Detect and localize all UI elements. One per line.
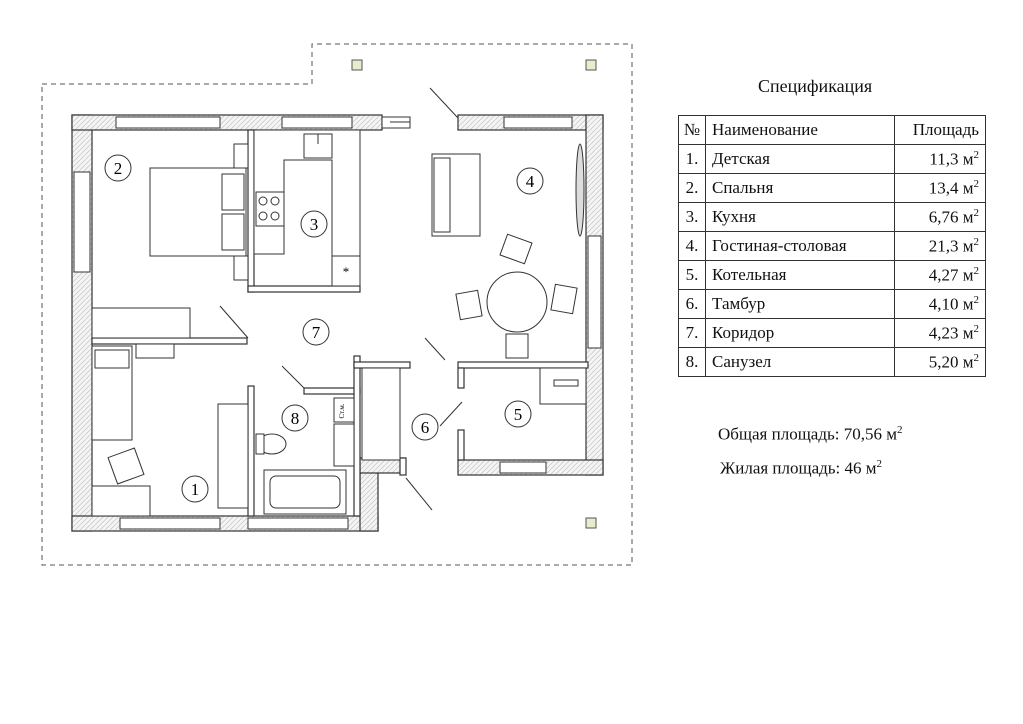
spec-row-area-value: 5,20 [928,352,959,372]
spec-row-num: 6. [678,289,706,319]
spec-header-row: № Наименование Площадь [678,115,986,145]
spec-row-unit: м [962,207,974,227]
spec-row-area: 21,3 м2 [894,231,986,261]
living-furniture [431,143,585,359]
spec-row-area-value: 6,76 [928,207,959,227]
spec-row-area: 5,20 м2 [894,347,986,377]
spec-row-area: 6,76 м2 [894,202,986,232]
spec-row-unit: м [962,352,974,372]
total-area-text: Общая площадь: 70,56 м [718,424,897,444]
spec-row-unit: м [962,294,974,314]
spec-row-unit: м [962,236,974,256]
kids-room-furniture [91,343,249,517]
door-swings [219,87,463,511]
kitchen-furniture [253,129,361,287]
spec-row-area: 4,23 м2 [894,318,986,348]
site-boundary [41,43,633,566]
spec-title: Спецификация [758,76,873,96]
room-label-4: 4 [526,172,535,191]
spec-row-area: 4,10 м2 [894,289,986,319]
spec-row-num: 8. [678,347,706,377]
total-area-power: 2 [896,424,903,436]
spec-row-num: 4. [678,231,706,261]
spec-row-num: 3. [678,202,706,232]
spec-row-unit-power: 2 [973,235,980,248]
spec-row-area-value: 4,27 [928,265,959,285]
room-label-8: 8 [291,409,300,428]
spec-row-unit-power: 2 [973,293,980,306]
room-numbers: 1 2 3 4 5 6 7 8 [114,159,535,499]
bathroom-furniture [255,367,401,515]
spec-row-unit-power: 2 [973,206,980,219]
header-num: № [678,115,706,145]
room-label-1: 1 [191,480,200,499]
spec-row-num: 7. [678,318,706,348]
spec-row-area: 13,4 м2 [894,173,986,203]
spec-row-area: 4,27 м2 [894,260,986,290]
spec-row-num: 5. [678,260,706,290]
spec-row-unit-power: 2 [973,322,980,335]
spec-row-area: 11,3 м2 [894,144,986,174]
inner-walls [91,129,589,517]
spec-row-num: 2. [678,173,706,203]
post-markers [351,59,597,529]
spec-row-unit: м [962,265,974,285]
spec-row-name: Кухня [705,202,895,232]
spec-row-name: Спальня [705,173,895,203]
living-area-text: Жилая площадь: 46 м [720,458,877,478]
room-markers [104,154,544,503]
closet-label: Ст.м. [338,403,346,418]
header-area: Площадь [894,115,986,145]
spec-row-unit-power: 2 [973,351,980,364]
room-label-3: 3 [310,215,319,234]
spec-row-area-value: 4,23 [928,323,959,343]
spec-row-unit: м [962,149,974,169]
spec-row-unit-power: 2 [973,264,980,277]
spec-row-area-value: 13,4 [928,178,959,198]
living-area: Жилая площадь: 46 м2 [720,458,882,479]
spec-row-unit: м [962,323,974,343]
room-label-6: 6 [421,418,430,437]
spec-row-area-value: 21,3 [928,236,959,256]
spec-row-unit: м [962,178,974,198]
spec-row-unit-power: 2 [973,177,980,190]
spec-row-name: Тамбур [705,289,895,319]
spec-row-unit-power: 2 [973,148,980,161]
room-label-2: 2 [114,159,123,178]
spec-row-name: Котельная [705,260,895,290]
boiler-furniture [539,367,587,405]
spec-row-area-value: 4,10 [928,294,959,314]
spec-row-name: Детская [705,144,895,174]
spec-row-name: Санузел [705,347,895,377]
stove-marker: * [343,264,350,279]
spec-row-area-value: 11,3 [929,149,959,169]
living-area-power: 2 [876,458,883,470]
floor-plan: * Ст.м. 1 2 3 [41,43,633,566]
total-area: Общая площадь: 70,56 м2 [718,424,902,445]
room-label-7: 7 [312,323,321,342]
spec-row-name: Коридор [705,318,895,348]
bedroom-furniture [91,143,249,339]
room-label-5: 5 [514,405,523,424]
spec-row-num: 1. [678,144,706,174]
header-name: Наименование [705,115,895,145]
spec-row-name: Гостиная-столовая [705,231,895,261]
